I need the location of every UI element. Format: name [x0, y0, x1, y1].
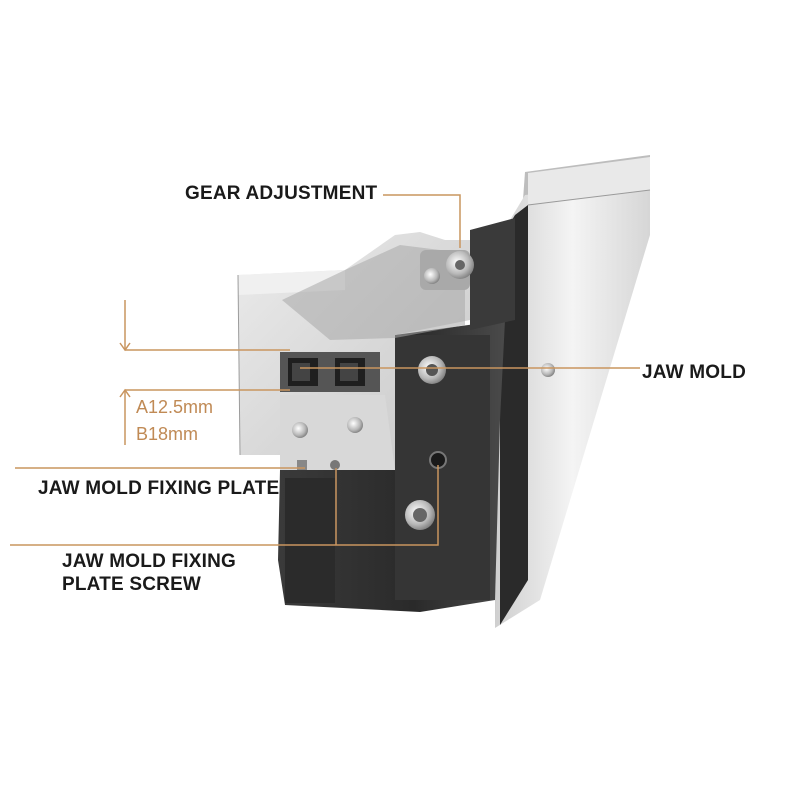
gear-adjustment-label: GEAR ADJUSTMENT [185, 183, 378, 204]
fixing-screw-label-line2: PLATE SCREW [62, 574, 202, 595]
fixing-plate-label: JAW MOLD FIXING PLATE [38, 478, 280, 499]
dimension-b: B18mm [136, 424, 199, 444]
gear-adjustment-bolt [420, 250, 474, 290]
dimension-a: A12.5mm [136, 397, 214, 417]
dim-arrowhead-bottom [119, 388, 131, 398]
dim-arrowhead-top [119, 342, 131, 352]
jaw-mold [280, 352, 380, 392]
leader-lines [10, 194, 640, 546]
fixing-screw-leader [10, 465, 439, 546]
body-bolts [330, 356, 555, 530]
dark-body [278, 218, 515, 612]
fixing-screw-label-line1: JAW MOLD FIXING [62, 551, 236, 572]
gear-adjustment-leader [383, 194, 461, 248]
jaw-mold-label: JAW MOLD [642, 362, 746, 383]
steel-frame [495, 155, 651, 628]
jaw-mold-fixing-plate [280, 395, 395, 470]
